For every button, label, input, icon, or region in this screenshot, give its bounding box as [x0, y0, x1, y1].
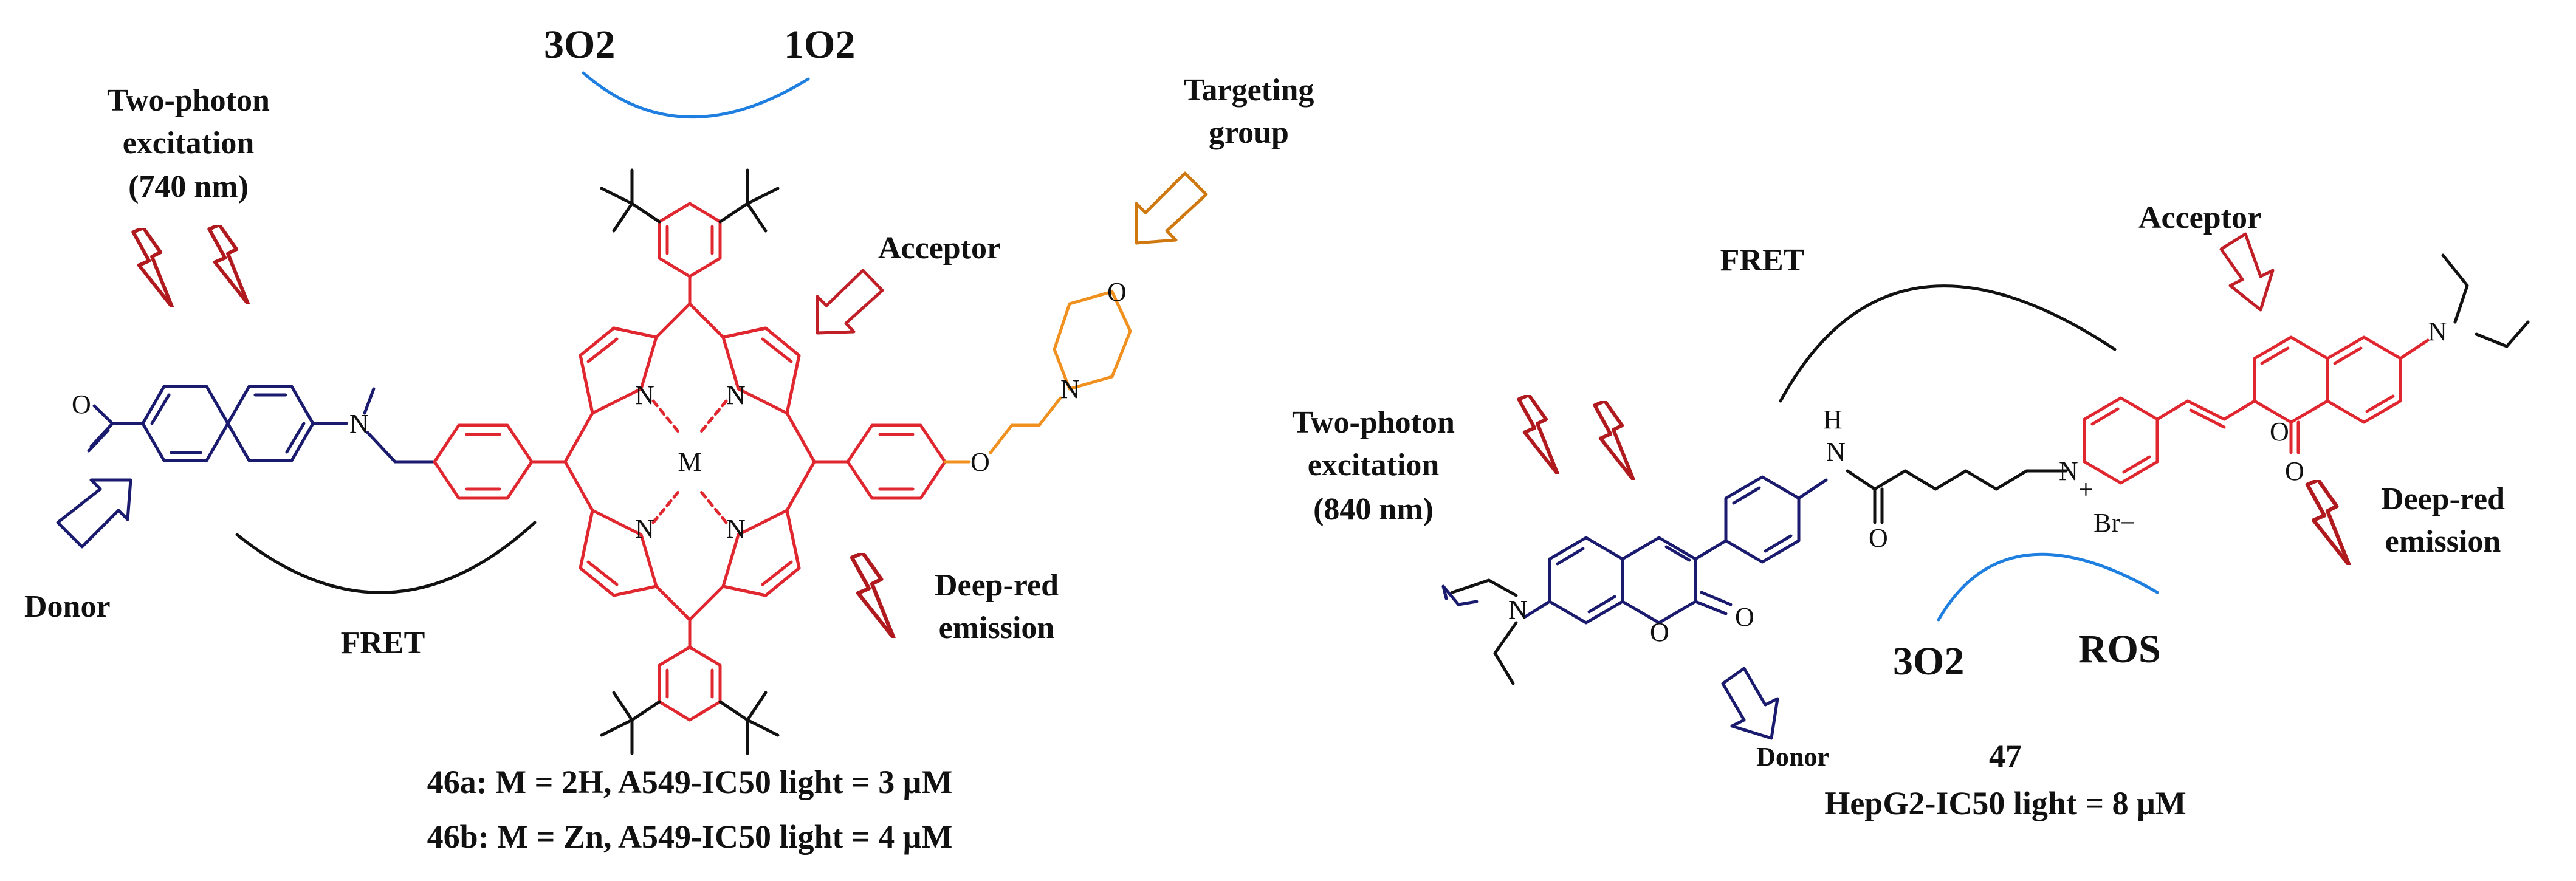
right-two-photon-line2: excitation: [1308, 448, 1440, 482]
left-deep-red-line1: Deep-red: [935, 568, 1059, 603]
right-donor-ring-o-atom: O: [1650, 617, 1669, 647]
right-donor-arrow-icon: [1721, 667, 1779, 740]
right-compound-ic50-label: HepG2-IC50 light = 8 μM: [1824, 785, 2186, 821]
left-fret-label: FRET: [341, 626, 425, 660]
right-deep-red-line1: Deep-red: [2381, 482, 2505, 516]
left-compound-a-label: 46a: M = 2H, A549-IC50 light = 3 μM: [427, 764, 953, 800]
left-two-photon-line2: excitation: [123, 126, 255, 160]
left-porphyrin-n-atom-1: N: [635, 380, 654, 410]
right-pyridinium-n-atom: N: [2059, 456, 2078, 486]
left-oxygen-arrow: [582, 71, 810, 119]
left-targeting-line1: Targeting: [1184, 73, 1314, 108]
right-compound-id: 47: [1989, 738, 2022, 774]
left-porphyrin-n-atom-2: N: [726, 380, 746, 410]
left-deep-red-line2: emission: [939, 611, 1055, 645]
left-two-photon-line1: Two-photon: [107, 83, 270, 118]
right-oxygen-arrow: [1937, 552, 2159, 622]
left-donor-n-atom: N: [349, 409, 369, 439]
left-tert-butyl-groups: [600, 168, 780, 755]
right-amide-o-atom: O: [1869, 523, 1888, 553]
right-donor-label: Donor: [1756, 742, 1829, 772]
right-oxygen-from-label: 3O2: [1893, 639, 1964, 684]
right-panel: FRET Acceptor Two-photon excitation (840…: [1292, 201, 2530, 821]
left-ether-o-atom: O: [970, 447, 990, 477]
left-acceptor-arrow-icon: [816, 269, 884, 335]
right-donor-structure: [1441, 475, 1828, 625]
left-morpholine-o-atom: O: [1107, 277, 1127, 307]
right-donor-n-atom: N: [1508, 595, 1528, 625]
right-acceptor-ring-o-atom: O: [2270, 417, 2289, 447]
left-morpholine-structure: [943, 290, 1132, 464]
right-pyridinium-charge: +: [2078, 475, 2093, 504]
left-panel: 3O2 1O2 Two-photon excitation (740 nm) T…: [24, 22, 1314, 855]
left-fret-arrow: [235, 521, 537, 594]
right-acceptor-structure: [2083, 335, 2430, 485]
right-donor-ethyl: [1451, 578, 1518, 685]
right-excitation-bolt-1: [1519, 395, 1558, 474]
left-excitation-bolt-2: [209, 225, 248, 304]
left-morpholine-n-atom: N: [1060, 374, 1080, 404]
left-donor-o-atom: O: [72, 389, 91, 419]
right-fret-label: FRET: [1720, 243, 1805, 278]
right-counterion-label: Br−: [2093, 508, 2135, 538]
right-two-photon-line1: Two-photon: [1292, 405, 1455, 440]
left-excitation-bolt-1: [133, 228, 172, 307]
right-deep-red-line2: emission: [2385, 524, 2501, 559]
left-emission-bolt: [852, 553, 894, 638]
right-ros-label: ROS: [2078, 627, 2161, 671]
right-linker-structure: [1846, 469, 2068, 524]
left-targeting-arrow-icon: [1135, 171, 1208, 245]
left-targeting-line2: group: [1209, 115, 1289, 150]
right-amide-n-atom: N: [1826, 437, 1846, 467]
left-acceptor-label: Acceptor: [878, 231, 1001, 266]
left-donor-label: Donor: [24, 589, 111, 624]
right-emission-bolt: [2307, 480, 2349, 565]
right-amide-h-atom: H: [1823, 405, 1843, 434]
left-donor-arrow-icon: [56, 478, 132, 549]
right-acceptor-carbonyl-o-atom: O: [2285, 456, 2304, 486]
right-acceptor-ethyl: [2441, 253, 2530, 348]
left-metal-label: M: [678, 447, 701, 477]
left-donor-structure: [87, 385, 436, 464]
right-two-photon-line3: (840 nm): [1313, 492, 1434, 527]
left-porphyrin-n-atom-4: N: [726, 514, 746, 544]
left-two-photon-line3: (740 nm): [128, 170, 249, 204]
right-acceptor-n-atom: N: [2428, 317, 2447, 346]
right-donor-carbonyl-o-atom: O: [1735, 602, 1754, 632]
left-oxygen-to-label: 1O2: [784, 22, 855, 67]
left-porphyrin-n-atom-3: N: [635, 514, 654, 544]
right-excitation-bolt-2: [1595, 401, 1633, 480]
right-acceptor-label: Acceptor: [2138, 201, 2261, 235]
left-compound-b-label: 46b: M = Zn, A549-IC50 light = 4 μM: [427, 818, 953, 855]
right-fret-arrow: [1779, 284, 2117, 403]
left-oxygen-from-label: 3O2: [544, 22, 615, 67]
right-acceptor-arrow-icon: [2219, 232, 2275, 312]
